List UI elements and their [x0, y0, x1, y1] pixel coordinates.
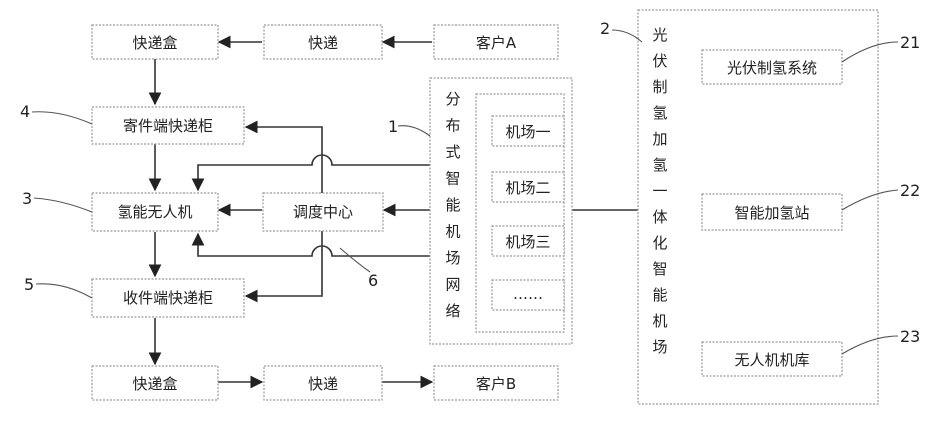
ref-number-1: 1: [388, 117, 398, 136]
integrated-airport-title-char: 光: [652, 26, 667, 44]
network-title-char: 网: [445, 276, 460, 294]
distributed-airport-network: 分布式智能机场网络 机场一 机场二 机场三 ……: [430, 78, 572, 344]
airport-1: 机场一: [492, 116, 564, 146]
arrow-network-to-drone-upper: [198, 155, 430, 190]
integrated-airport-title-char: 一: [652, 182, 667, 200]
ref-number-4: 4: [20, 102, 30, 121]
leader-line-3: [34, 198, 92, 212]
airport-3-label: 机场三: [505, 233, 550, 251]
airport-3: 机场三: [492, 226, 564, 256]
arrow-network-to-drone-lower: [198, 234, 430, 256]
customer-b: 客户B: [434, 366, 558, 400]
leader-line-6: [340, 248, 370, 272]
arrow-dispatch-to-receiver-locker: [246, 228, 322, 296]
integrated-airport-title-char: 氢: [652, 156, 667, 174]
network-title-char: 机: [445, 223, 460, 241]
integrated-airport-title-char: 伏: [652, 52, 667, 70]
dispatch-center-label: 调度中心: [293, 203, 353, 221]
courier-bottom-label: 快递: [308, 375, 338, 393]
network-title-char: 布: [445, 117, 460, 135]
airport-2-label: 机场二: [505, 179, 550, 197]
ref-number-3: 3: [22, 189, 32, 208]
express-box-top-label: 快递盒: [132, 34, 177, 52]
integrated-airport-title-char: 场: [652, 338, 667, 356]
ref-number-23: 23: [900, 327, 920, 346]
courier-top: 快递: [264, 25, 382, 59]
airport-more: ……: [492, 280, 564, 310]
integrated-airport-title-char: 加: [652, 130, 667, 148]
network-title-char: 智: [445, 170, 460, 188]
ref-number-22: 22: [900, 181, 920, 200]
network-title-char: 分: [445, 90, 460, 108]
courier-top-label: 快递: [308, 34, 338, 52]
integrated-airport-title-char: 化: [652, 234, 667, 252]
leader-line-1: [398, 126, 430, 136]
airport-more-label: ……: [513, 285, 543, 303]
leader-line-4: [32, 112, 92, 124]
arrow-dispatch-to-sender-locker: [246, 127, 322, 193]
network-title-char: 络: [445, 302, 460, 320]
receiver-locker-label: 收件端快递柜: [123, 289, 213, 307]
leader-line-5: [36, 284, 92, 298]
hydrogen-drone-label: 氢能无人机: [117, 203, 192, 221]
sender-locker-label: 寄件端快递柜: [123, 117, 213, 135]
airport-1-label: 机场一: [505, 123, 550, 141]
integrated-airport-title-char: 氢: [652, 104, 667, 122]
sender-locker: 寄件端快递柜: [92, 107, 244, 144]
network-title: 分布式智能机场网络: [445, 90, 460, 320]
integrated-airport-title-char: 制: [652, 78, 667, 96]
network-title-char: 场: [445, 249, 460, 267]
network-title-char: 能: [445, 196, 460, 214]
airport-2: 机场二: [492, 172, 564, 202]
ref-number-21: 21: [900, 33, 920, 52]
ref-number-6: 6: [368, 271, 378, 290]
pv-hydrogen-system: 光伏制氢系统: [702, 50, 842, 84]
express-box-bottom-label: 快递盒: [132, 375, 177, 393]
integrated-airport-title-char: 能: [652, 286, 667, 304]
pv-hydrogen-system-label: 光伏制氢系统: [727, 59, 817, 77]
customer-a-label: 客户A: [476, 34, 517, 52]
integrated-airport-title-char: 机: [652, 312, 667, 330]
smart-refuel-station: 智能加氢站: [702, 194, 842, 230]
ref-number-5: 5: [24, 275, 34, 294]
dispatch-center: 调度中心: [263, 193, 383, 231]
smart-refuel-station-label: 智能加氢站: [734, 204, 809, 222]
receiver-locker: 收件端快递柜: [92, 279, 244, 317]
customer-b-label: 客户B: [476, 375, 516, 393]
drone-hangar: 无人机机库: [702, 342, 842, 376]
courier-bottom: 快递: [264, 366, 382, 400]
integrated-airport-title-char: 智: [652, 260, 667, 278]
integrated-airport-title-char: 体: [652, 208, 667, 226]
drone-hangar-label: 无人机机库: [734, 351, 809, 369]
integrated-smart-airport: 光伏制氢加氢一体化智能机场 光伏制氢系统 智能加氢站 无人机机库: [638, 10, 878, 404]
hydrogen-drone: 氢能无人机: [92, 193, 218, 231]
ref-number-2: 2: [600, 19, 610, 38]
express-box-top: 快递盒: [92, 25, 218, 59]
customer-a: 客户A: [434, 25, 558, 59]
network-title-char: 式: [445, 143, 460, 161]
express-box-bottom: 快递盒: [92, 366, 218, 400]
